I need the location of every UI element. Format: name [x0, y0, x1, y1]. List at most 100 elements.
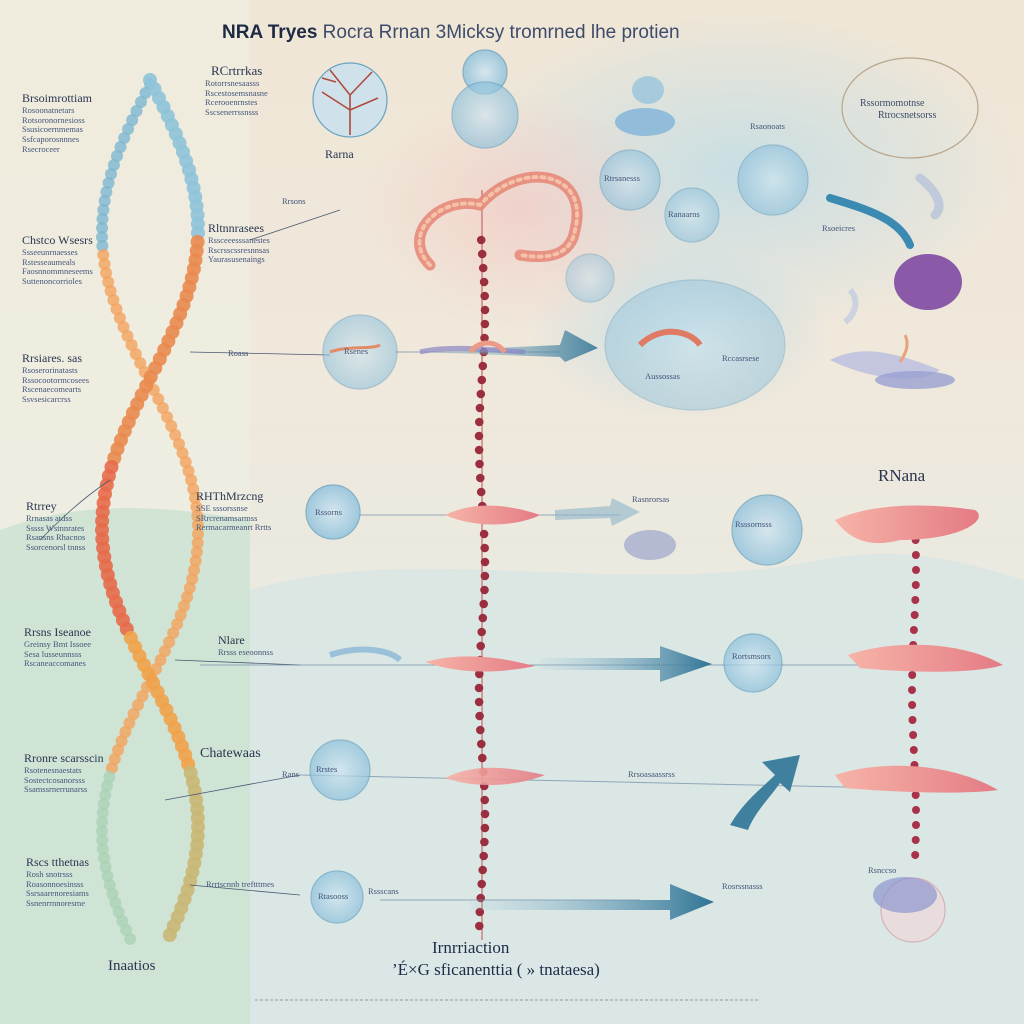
right-tag: Rrsoasaassrss — [628, 769, 675, 779]
left-label-line: Rssocootormcosees — [22, 374, 90, 385]
chain-bead — [480, 837, 489, 847]
chain-bead — [909, 731, 918, 739]
helix-bead — [165, 420, 178, 432]
chain-bead — [479, 277, 489, 287]
chain-bead — [475, 711, 484, 721]
helix-bead — [134, 357, 147, 369]
chain-bead — [479, 529, 489, 539]
bubble-tag: Rrstes — [316, 764, 338, 774]
left-label-block-7: Rscs tthetnas Rosh snotrsss Roasonnoesin… — [26, 855, 89, 909]
chain-bead — [911, 551, 920, 559]
right-circle-line: Rssormomotnse — [860, 98, 925, 109]
chain-bead — [480, 333, 489, 343]
chain-bead — [911, 581, 920, 589]
middle-mid-head: Rltnnrasees — [208, 221, 264, 235]
chain-bead — [908, 671, 917, 679]
chain-bead — [479, 599, 489, 609]
helix-bead — [187, 483, 200, 495]
left-label-line: Sostectcosanorsss — [24, 774, 85, 785]
helix-bead — [191, 537, 204, 549]
helix-bead — [189, 555, 202, 567]
chain-bead — [478, 263, 488, 273]
bubble-tag: Rssorns — [315, 507, 342, 517]
helix-bead — [117, 321, 130, 333]
helix-bead — [132, 699, 144, 711]
helix-bead — [103, 879, 116, 891]
helix-bead — [169, 429, 182, 441]
left-label-block-1: Brsoimrottiam Rosoonatnetars Rotsoronorn… — [22, 91, 92, 155]
helix-bead — [96, 834, 109, 846]
left-label-line: Ssrsaarenoresiams — [26, 888, 89, 899]
footer-line-2: ’É×G sficanenttia ( » tnataesa) — [392, 960, 600, 979]
middle-nlare-line: Rrsss eseoonnss — [218, 646, 274, 657]
helix-bead — [174, 609, 187, 621]
chain-bead — [908, 686, 916, 694]
bubble-tag: Rrsons — [282, 196, 306, 206]
vessel-sketch — [321, 69, 379, 135]
chain-bead — [477, 879, 487, 889]
rna-ribbons — [425, 351, 1003, 793]
middle-top-head: RCrtrrkas — [211, 63, 263, 78]
helix-bead — [103, 771, 116, 783]
process-arrows — [410, 330, 800, 920]
rnana-label: RNana — [878, 466, 926, 485]
middle-rtn-line: SRrcrenamsarmss — [196, 512, 258, 523]
page-title: NRA Tryes Rocra Rrnan 3Micksy tromrned l… — [222, 22, 680, 44]
middle-top-line: Sscsenerrssnsss — [205, 107, 259, 118]
helix-bead — [97, 798, 110, 810]
helix-bead — [96, 213, 109, 225]
chain-bead — [911, 596, 920, 604]
helix-bead — [191, 519, 204, 531]
helix-bead — [127, 708, 140, 720]
chain-bead — [478, 865, 488, 875]
helix-bead — [152, 393, 165, 405]
helix-bead — [158, 645, 171, 657]
helix-bead — [98, 195, 111, 207]
right-tag: Rccasrsese — [722, 353, 760, 363]
helix-bead — [96, 222, 109, 234]
helix-bead — [162, 928, 177, 942]
middle-rtn-head: RHThMrzcng — [196, 489, 264, 503]
helix-bead — [124, 933, 137, 945]
left-label-line: Rosh snotrsss — [26, 868, 73, 879]
helix-bead — [100, 186, 113, 198]
chain-bead — [480, 305, 490, 315]
helix-bead — [119, 726, 132, 738]
protein-clusters — [329, 76, 962, 913]
chain-bead — [476, 487, 486, 497]
middle-rtn-line: Rermacarmeanrt Rrtts — [196, 522, 272, 533]
left-label-head: Rrsiares. sas — [22, 351, 82, 365]
helix-bead — [121, 330, 134, 342]
left-label-head: Rtrrey — [26, 499, 57, 513]
left-label-line: Sesa lusseunnsss — [24, 648, 82, 659]
helix-bead — [99, 861, 112, 873]
middle-mid-line: Rssceeesssanestes — [208, 234, 270, 245]
helix-bead — [116, 915, 129, 927]
chain-bead — [474, 445, 484, 455]
chain-bead — [480, 809, 490, 819]
title-subtitle: Rocra Rrnan 3Micksy tromrned lhe protien — [322, 22, 680, 43]
left-label-line: Rotsoronornesioss — [22, 114, 85, 125]
circle-caption: Rarna — [325, 147, 354, 161]
chain-bead — [476, 641, 486, 651]
helix-bead — [185, 474, 198, 486]
middle-nlare-head: Nlare — [218, 633, 245, 647]
right-circle-line: Rtrocsnetsorss — [878, 109, 937, 121]
helix-bead — [99, 789, 112, 801]
chain-bead — [480, 823, 490, 833]
left-label-line: Roasonnoesinsss — [26, 878, 84, 889]
bottom-left-word: Inaatios — [108, 958, 156, 974]
bubble-tag: Rtasooss — [318, 891, 349, 901]
helix-bead — [183, 582, 196, 594]
left-label-line: Rsoserorinatasts — [22, 364, 78, 375]
left-label-line: Faosnnommneseems — [22, 266, 93, 277]
helix-bead — [122, 123, 135, 135]
chain-bead — [478, 361, 488, 371]
bubble-tag: Rsenes — [344, 346, 369, 356]
left-label-head: Brsoimrottiam — [22, 91, 92, 105]
chain-bead — [480, 543, 490, 553]
left-label-block-6: Rronre scarsscin Rsotenesnaestats Sostec… — [24, 751, 104, 795]
helix-bead — [97, 204, 110, 216]
helix-bead — [101, 870, 114, 882]
